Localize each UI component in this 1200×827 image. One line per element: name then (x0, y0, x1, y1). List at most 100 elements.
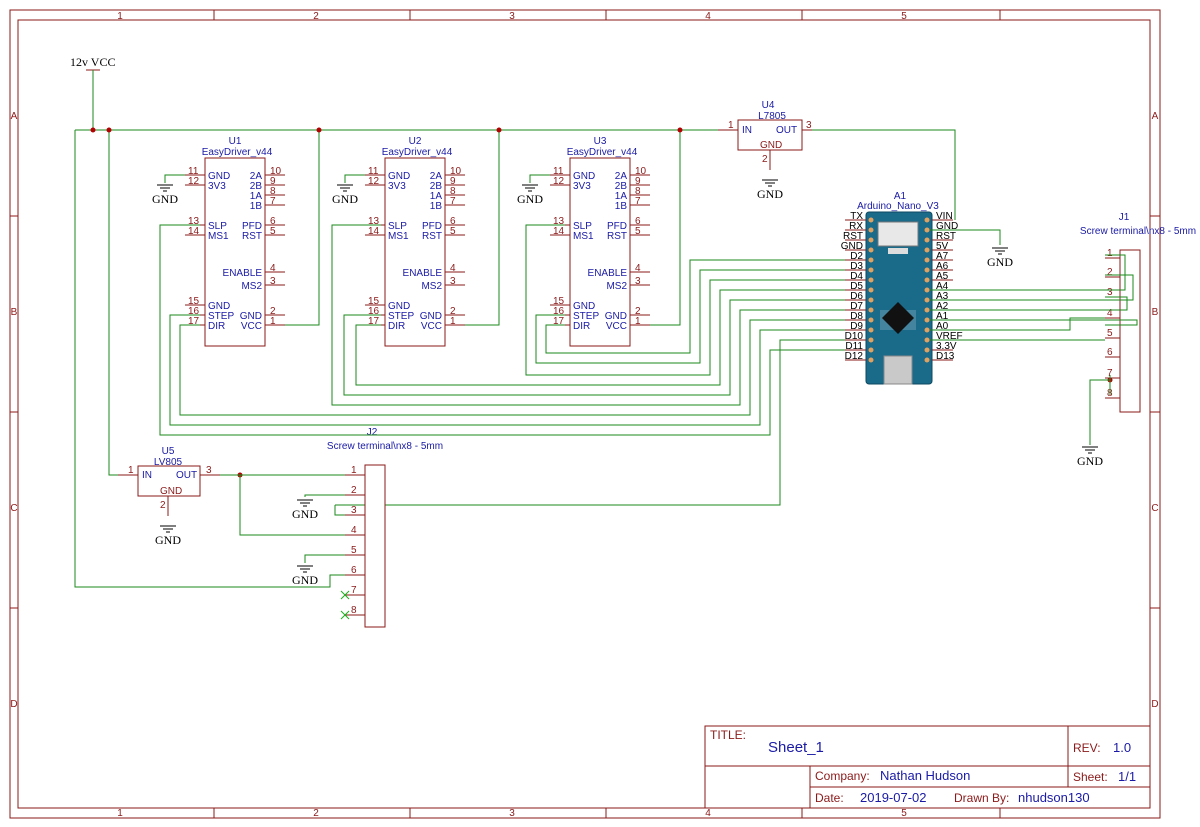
icsp-header (877, 221, 919, 247)
arduino-pad (868, 217, 874, 223)
driver-pin-name: ENABLE (403, 268, 443, 279)
vcc-label: 12v VCC (70, 55, 115, 69)
row-label: D (1151, 699, 1158, 710)
u4-in-name: IN (742, 125, 752, 136)
arduino-pad (868, 287, 874, 293)
driver-body (384, 157, 446, 347)
driver-pin-num: 9 (635, 176, 641, 187)
driver-pin-num: 1 (450, 316, 456, 327)
arduino-pin-name: D10 (845, 331, 864, 342)
driver-pin-num: 17 (188, 316, 200, 327)
driver-pin-name: SLP (573, 221, 592, 232)
arduino-pin-name: GND (841, 241, 863, 252)
u5-out-name: OUT (176, 470, 197, 481)
arduino-pin-name: 5V (936, 241, 949, 252)
power-rail-wires (74, 129, 956, 588)
ground-symbols: GND GND GND GND GND GND GND GND GND (152, 174, 1103, 587)
arduino-pin-name: D13 (936, 351, 955, 362)
driver-pin-name: 1B (250, 201, 263, 212)
driver-pin-name: 2A (430, 171, 443, 182)
driver-pin-name: DIR (573, 321, 590, 332)
driver-pin-num: 7 (450, 196, 456, 207)
row-label: D (10, 699, 17, 710)
title-block: TITLE: Sheet_1 REV: 1.0 Company: Nathan … (704, 725, 1151, 809)
drawn-by-value: nhudson130 (1018, 790, 1090, 805)
driver-pin-num: 12 (368, 176, 380, 187)
arduino-pin-name: D3 (850, 261, 863, 272)
u5-gnd-name: GND (160, 486, 182, 497)
driver-pin-num: 2 (270, 306, 276, 317)
driver-pin-name: DIR (208, 321, 225, 332)
col-label: 4 (705, 11, 711, 22)
gnd-icon: GND (292, 499, 318, 521)
j2-pin-num: 7 (351, 585, 357, 596)
arduino-pad (924, 347, 930, 353)
driver-pin-name: MS1 (573, 231, 594, 242)
driver-pin-name: PFD (242, 221, 262, 232)
driver-pin-num: 8 (270, 186, 276, 197)
driver-pin-name: MS1 (208, 231, 229, 242)
gnd-icon: GND (757, 179, 783, 201)
driver-pin-num: 1 (270, 316, 276, 327)
u5-gnd-num: 2 (160, 500, 166, 511)
driver-pin-name: GND (388, 171, 410, 182)
gnd-label: GND (332, 192, 358, 206)
mcu-chip (882, 302, 914, 334)
driver-body (569, 157, 631, 347)
regulator-u5: U5 LV805 1 IN OUT 3 GND 2 (118, 446, 220, 516)
arduino-pad (868, 327, 874, 333)
u4-out-num: 3 (806, 120, 812, 131)
arduino-pad (924, 307, 930, 313)
gnd-icon: GND (152, 184, 178, 206)
arduino-pin-name: D9 (850, 321, 863, 332)
driver-ref: U3 (594, 136, 607, 147)
j2-pin-num: 5 (351, 545, 357, 556)
vcc-symbol: 12v VCC (70, 55, 115, 130)
arduino-pin-name: A7 (936, 251, 949, 262)
col-label: 5 (901, 11, 907, 22)
sheet-value: 1/1 (1118, 769, 1136, 784)
arduino-pin-name: A6 (936, 261, 949, 272)
gnd-icon: GND (987, 247, 1013, 269)
driver-pin-num: 7 (635, 196, 641, 207)
company-label: Company: (815, 769, 870, 783)
col-label: 3 (509, 808, 515, 819)
driver-pin-num: 16 (188, 306, 200, 317)
driver-pin-name: 1A (615, 191, 628, 202)
driver-pin-name: 1A (250, 191, 263, 202)
gnd-label: GND (757, 187, 783, 201)
gnd-label: GND (152, 192, 178, 206)
company-value: Nathan Hudson (880, 768, 970, 783)
row-label: B (1152, 307, 1159, 318)
row-label: B (11, 307, 18, 318)
driver-pin-name: ENABLE (588, 268, 628, 279)
driver-pin-num: 13 (553, 216, 565, 227)
arduino-pad (924, 297, 930, 303)
arduino-pin-name: D4 (850, 271, 863, 282)
driver-pin-num: 5 (635, 226, 641, 237)
j1-pin-num: 3 (1107, 287, 1113, 298)
gnd-label: GND (155, 533, 181, 547)
arduino-pad (868, 297, 874, 303)
u4-in-num: 1 (728, 120, 734, 131)
arduino-pad (868, 347, 874, 353)
u4-body (737, 119, 803, 151)
driver-pin-num: 4 (635, 263, 641, 274)
j1-body (1119, 249, 1141, 413)
arduino-pad (868, 227, 874, 233)
driver-pin-num: 9 (270, 176, 276, 187)
arduino-pad (868, 317, 874, 323)
driver-pin-name: ENABLE (223, 268, 263, 279)
arduino-pad (924, 217, 930, 223)
driver-pin-name: GND (208, 171, 230, 182)
j1-value: Screw terminal\nx8 - 5mm (1080, 226, 1196, 237)
row-labels-right: A B C D (1151, 111, 1158, 710)
row-label: A (11, 111, 18, 122)
u4-out-name: OUT (776, 125, 797, 136)
arduino-pad (924, 227, 930, 233)
power-junctions (90, 127, 1113, 478)
driver-pin-name: GND (573, 301, 595, 312)
drawn-by-label: Drawn By: (954, 791, 1009, 805)
